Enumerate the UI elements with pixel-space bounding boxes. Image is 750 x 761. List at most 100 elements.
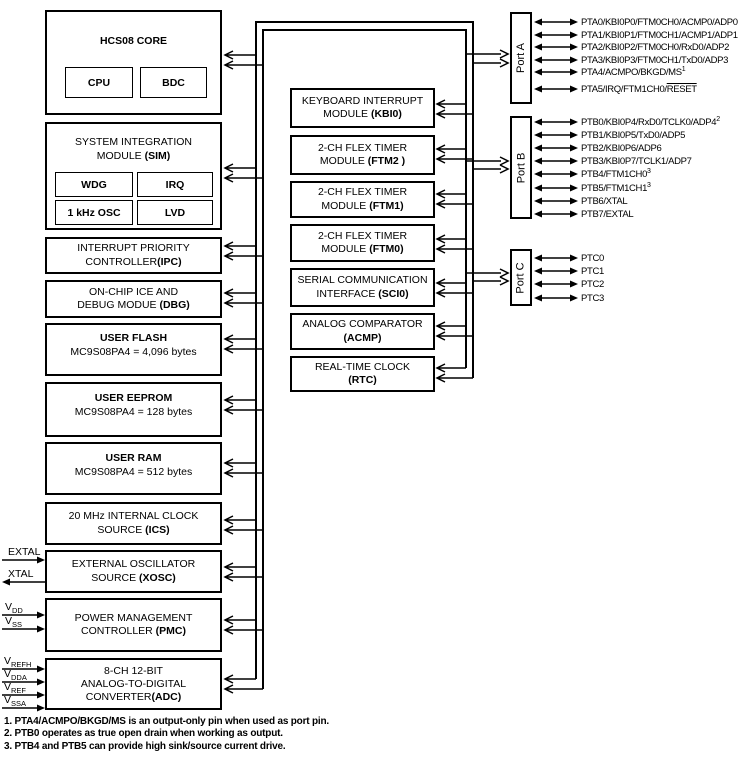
bidirectional-arrow-icon [534, 184, 578, 192]
footnote-2: 2. PTB0 operates as true open drain when… [4, 728, 283, 740]
pin-row-pta2: PTA2/KBI0P2/FTM0CH0/RxD0/ADP2 [533, 41, 729, 53]
pin-label: PTB7/EXTAL [581, 208, 634, 220]
block-adc: 8-CH 12-BIT ANALOG-TO-DIGITAL CONVERTER(… [45, 658, 222, 710]
block-1khz-osc: 1 kHz OSC [55, 200, 133, 225]
pin-label: PTA2/KBI0P2/FTM0CH0/RxD0/ADP2 [581, 41, 730, 53]
bidirectional-arrow-icon [534, 68, 578, 76]
pin-row-ptb5: PTB5/FTM1CH13 [533, 182, 651, 194]
core-title: HCS08 CORE [99, 35, 168, 47]
pin-row-ptb3: PTB3/KBI0P7/TCLK1/ADP7 [533, 155, 692, 167]
left-block-bus-arrows [223, 50, 263, 694]
pin-row-ptc0: PTC0 [533, 252, 604, 264]
pin-row-ptb0: PTB0/KBI0P4/RxD0/TCLK0/ADP42 [533, 116, 720, 128]
bidirectional-arrow-icon [534, 144, 578, 152]
bidirectional-arrow-icon [534, 280, 578, 288]
block-rtc: REAL-TIME CLOCK (RTC) [290, 356, 435, 392]
bidirectional-arrow-icon [534, 170, 578, 178]
bidirectional-arrow-icon [534, 131, 578, 139]
pin-row-ptc3: PTC3 [533, 292, 604, 304]
pin-label: PTB0/KBI0P4/RxD0/TCLK0/ADP42 [581, 115, 721, 129]
port-bus-arrows [466, 49, 510, 286]
block-ics: 20 MHz INTERNAL CLOCK SOURCE (ICS) [45, 502, 222, 545]
block-ftm0: 2-CH FLEX TIMER MODULE (FTM0) [290, 224, 435, 262]
block-kbi0: KEYBOARD INTERRUPT MODULE (KBI0) [290, 88, 435, 128]
block-cpu: CPU [65, 67, 133, 98]
bidirectional-arrow-icon [534, 18, 578, 26]
pin-label: PTB2/KBI0P6/ADP6 [581, 142, 662, 154]
block-lvd: LVD [137, 200, 213, 225]
block-ipc: INTERRUPT PRIORITY CONTROLLER(IPC) [45, 237, 222, 274]
pin-row-pta0: PTA0/KBI0P0/FTM0CH0/ACMP0/ADP0 [533, 16, 738, 28]
block-dbg: ON-CHIP ICE AND DEBUG MODUE (DBG) [45, 280, 222, 318]
bidirectional-arrow-icon [534, 43, 578, 51]
port-b-box: Port B [510, 116, 532, 219]
block-irq: IRQ [137, 172, 213, 197]
block-xosc: EXTERNAL OSCILLATOR SOURCE (XOSC) [45, 550, 222, 593]
pin-row-pta1: PTA1/KBI0P1/FTM0CH1/ACMP1/ADP1 [533, 29, 738, 41]
middle-block-bus-arrows [435, 99, 473, 383]
pin-label: PTB5/FTM1CH13 [581, 181, 651, 195]
port-a-box: Port A [510, 12, 532, 104]
pin-label: PTB3/KBI0P7/TCLK1/ADP7 [581, 155, 692, 167]
bidirectional-arrow-icon [534, 56, 578, 64]
bidirectional-arrow-icon [534, 85, 578, 93]
bidirectional-arrow-icon [534, 157, 578, 165]
pin-label: PTB1/KBI0P5/TxD0/ADP5 [581, 129, 686, 141]
pin-row-pta3: PTA3/KBI0P3/FTM0CH1/TxD0/ADP3 [533, 54, 728, 66]
pin-row-ptb7: PTB7/EXTAL [533, 208, 634, 220]
pin-label: PTA0/KBI0P0/FTM0CH0/ACMP0/ADP0 [581, 16, 738, 28]
pin-row-ptc2: PTC2 [533, 278, 604, 290]
pin-label: PTB6/XTAL [581, 195, 628, 207]
pin-row-pta5: PTA5/IRQ/FTM1CH0/RESET [533, 83, 697, 95]
left-pin-vssa: VSSA [4, 694, 27, 709]
footnote-3: 3. PTB4 and PTB5 can provide high sink/s… [4, 740, 286, 752]
block-ftm2: 2-CH FLEX TIMER MODULE (FTM2 ) [290, 135, 435, 175]
pin-label: PTA5/IRQ/FTM1CH0/RESET [581, 83, 697, 95]
left-pin-vdda: VDDA [4, 668, 27, 683]
block-bdc: BDC [140, 67, 207, 98]
bidirectional-arrow-icon [534, 197, 578, 205]
block-user-ram: USER RAM MC9S08PA4 = 512 bytes [45, 442, 222, 495]
pin-label: PTB4/FTM1CH03 [581, 167, 651, 181]
left-pin-vrefh: VREFH [4, 655, 32, 670]
block-hcs08-core: HCS08 CORE CPU BDC [45, 10, 222, 115]
left-pin-vdd: VDD [5, 601, 23, 616]
block-pmc: POWER MANAGEMENT CONTROLLER (PMC) [45, 598, 222, 652]
pin-row-ptb1: PTB1/KBI0P5/TxD0/ADP5 [533, 129, 685, 141]
pin-label: PTA1/KBI0P1/FTM0CH1/ACMP1/ADP1 [581, 29, 738, 41]
port-a-label: Port A [515, 43, 527, 73]
port-c-label: Port C [515, 261, 527, 294]
block-sim: SYSTEM INTEGRATION MODULE (SIM) WDG IRQ … [45, 122, 222, 230]
bidirectional-arrow-icon [534, 267, 578, 275]
pin-label: PTC0 [581, 252, 604, 264]
pin-row-ptb4: PTB4/FTM1CH03 [533, 168, 651, 180]
left-pin-xtal: XTAL [8, 568, 34, 580]
pin-label: PTC3 [581, 292, 604, 304]
pin-row-ptb6: PTB6/XTAL [533, 195, 628, 207]
block-ftm1: 2-CH FLEX TIMER MODULE (FTM1) [290, 181, 435, 218]
block-user-flash: USER FLASH MC9S08PA4 = 4,096 bytes [45, 323, 222, 376]
port-b-label: Port B [515, 152, 528, 183]
block-sci0: SERIAL COMMUNICATION INTERFACE (SCI0) [290, 268, 435, 307]
block-user-eeprom: USER EEPROM MC9S08PA4 = 128 bytes [45, 382, 222, 437]
bidirectional-arrow-icon [534, 210, 578, 218]
left-pin-vref: VREF [4, 681, 27, 696]
pin-label: PTA4/ACMPO/BKGD/MS1 [581, 65, 686, 79]
pin-label: PTA3/KBI0P3/FTM0CH1/TxD0/ADP3 [581, 54, 728, 66]
pin-row-ptb2: PTB2/KBI0P6/ADP6 [533, 142, 662, 154]
port-c-box: Port C [510, 249, 532, 306]
pin-label: PTC1 [581, 265, 604, 277]
footnote-1: 1. PTA4/ACMPO/BKGD/MS is an output-only … [4, 716, 329, 727]
left-pin-extal: EXTAL [8, 546, 41, 558]
block-acmp: ANALOG COMPARATOR (ACMP) [290, 313, 435, 350]
footnotes: 1. PTA4/ACMPO/BKGD/MS is an output-only … [4, 716, 329, 753]
pin-row-ptc1: PTC1 [533, 265, 604, 277]
bidirectional-arrow-icon [534, 294, 578, 302]
pin-label: PTC2 [581, 278, 604, 290]
bidirectional-arrow-icon [534, 31, 578, 39]
pin-row-pta4: PTA4/ACMPO/BKGD/MS1 [533, 66, 686, 78]
bidirectional-arrow-icon [534, 118, 578, 126]
bidirectional-arrow-icon [534, 254, 578, 262]
block-wdg: WDG [55, 172, 133, 197]
